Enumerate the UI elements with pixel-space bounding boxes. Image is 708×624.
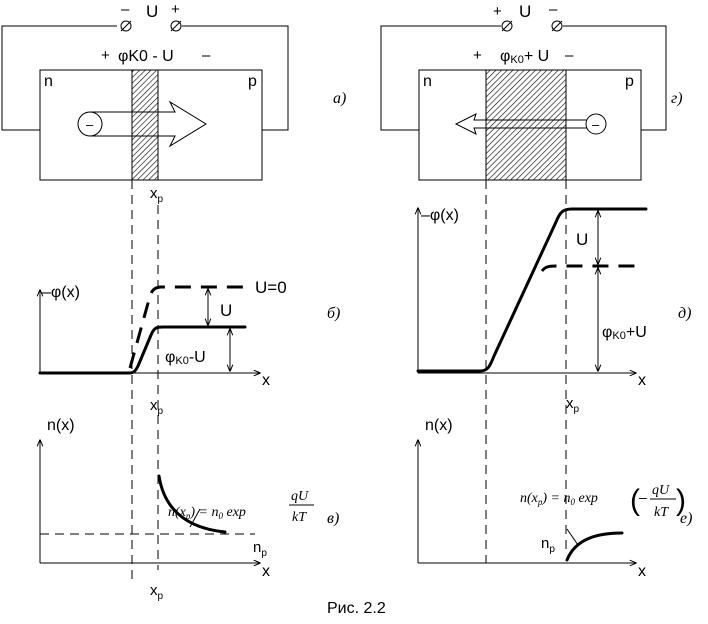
formula-e: n(xp) = n0 exp [520, 491, 598, 507]
label-U-d: U [576, 230, 588, 249]
xlabel-e: x [638, 563, 646, 580]
terminal-right-plus-sign: + [493, 3, 502, 20]
panel-b-letter: б) [327, 305, 340, 322]
formula-v-numerator: qU [291, 489, 309, 504]
label-U0-b: U=0 [255, 278, 287, 297]
barrier-g-plus: + [473, 47, 482, 64]
panel-a-letter: а) [333, 90, 346, 107]
electron-g-sign: – [592, 117, 600, 132]
electron-arrow-left-icon: – [454, 113, 607, 135]
formula-e-sign: – [639, 489, 647, 505]
region-p-label-a: p [248, 73, 257, 90]
region-n-label-g: n [423, 73, 432, 90]
panel-v-letter: в) [327, 510, 339, 527]
terminal-left-plus-icon [170, 20, 182, 32]
formula-v: n(xp) = n0 exp [168, 505, 246, 521]
ylabel-v: n(x) [47, 417, 75, 434]
panel-d-letter: д) [678, 305, 691, 322]
formula-e-paren-open: ( [630, 484, 640, 517]
xlabel-d: x [638, 372, 646, 389]
formula-v-denominator: kT [292, 510, 307, 525]
barrier-a-plus: + [101, 47, 110, 64]
electron-arrow-right-icon: – [77, 100, 207, 148]
concentration-plot-e: n(x) x n(xp) = n0 exp ( – qU kT ) np е) [418, 417, 692, 580]
electron-a-sign: – [86, 117, 94, 132]
terminal-right-plus-icon [501, 20, 513, 32]
formula-e-numerator: qU [652, 483, 670, 498]
xlabel-v: x [262, 563, 270, 580]
potential-plot-d: –φ(x) x U φK0+U д) xp [418, 207, 691, 415]
panel-g-letter: г) [671, 90, 683, 107]
label-phi-b: φK0-U [165, 349, 206, 367]
circuit-g: + U – + φK0+ U – n p – г) [380, 1, 683, 181]
barrier-a-minus: – [202, 47, 211, 64]
formula-e-denominator: kT [654, 505, 669, 520]
xp-label-a: xp [150, 185, 164, 205]
depletion-region-a [131, 69, 159, 181]
xlabel-b: x [262, 372, 270, 389]
np-label-v: np [253, 539, 267, 559]
region-p-label-g: p [625, 73, 634, 90]
terminal-right-u-label: U [519, 2, 531, 21]
depletion-region-g [485, 69, 567, 181]
concentration-plot-v: n(x) x n(xp) = n0 exp qU kT np в) xp [40, 417, 339, 602]
figure-caption: Рис. 2.2 [327, 600, 386, 617]
terminal-left-u-label: U [146, 2, 158, 21]
region-n-label-a: n [44, 73, 53, 90]
label-phi-d: φK0+U [602, 324, 647, 342]
barrier-a-formula: φK0 - U [118, 48, 174, 65]
potential-plot-b: –φ(x) x U U=0 φK0-U б) xp [40, 278, 340, 417]
xp-label-b: xp [150, 397, 164, 417]
terminal-right-minus-icon [551, 20, 563, 32]
ylabel-d: –φ(x) [421, 207, 459, 224]
ylabel-b: –φ(x) [42, 284, 80, 301]
xp-label-v: xp [150, 582, 164, 602]
formula-e-paren-close: ) [676, 484, 686, 517]
terminal-right-minus-sign: – [549, 1, 558, 18]
np-label-e: np [541, 535, 555, 555]
terminal-left-plus-sign: + [171, 1, 180, 18]
terminal-left-minus-icon [120, 20, 132, 32]
ylabel-e: n(x) [425, 417, 453, 434]
circuit-a: – U + + φK0 - U – n p – а) xp [1, 1, 346, 205]
barrier-g-formula: φK0+ U [500, 48, 549, 66]
label-U-b: U [220, 301, 232, 320]
panel-e-letter: е) [680, 510, 692, 527]
xp-label-d: xp [566, 395, 580, 415]
terminal-left-minus-sign: – [121, 1, 130, 18]
barrier-g-minus: – [565, 47, 574, 64]
